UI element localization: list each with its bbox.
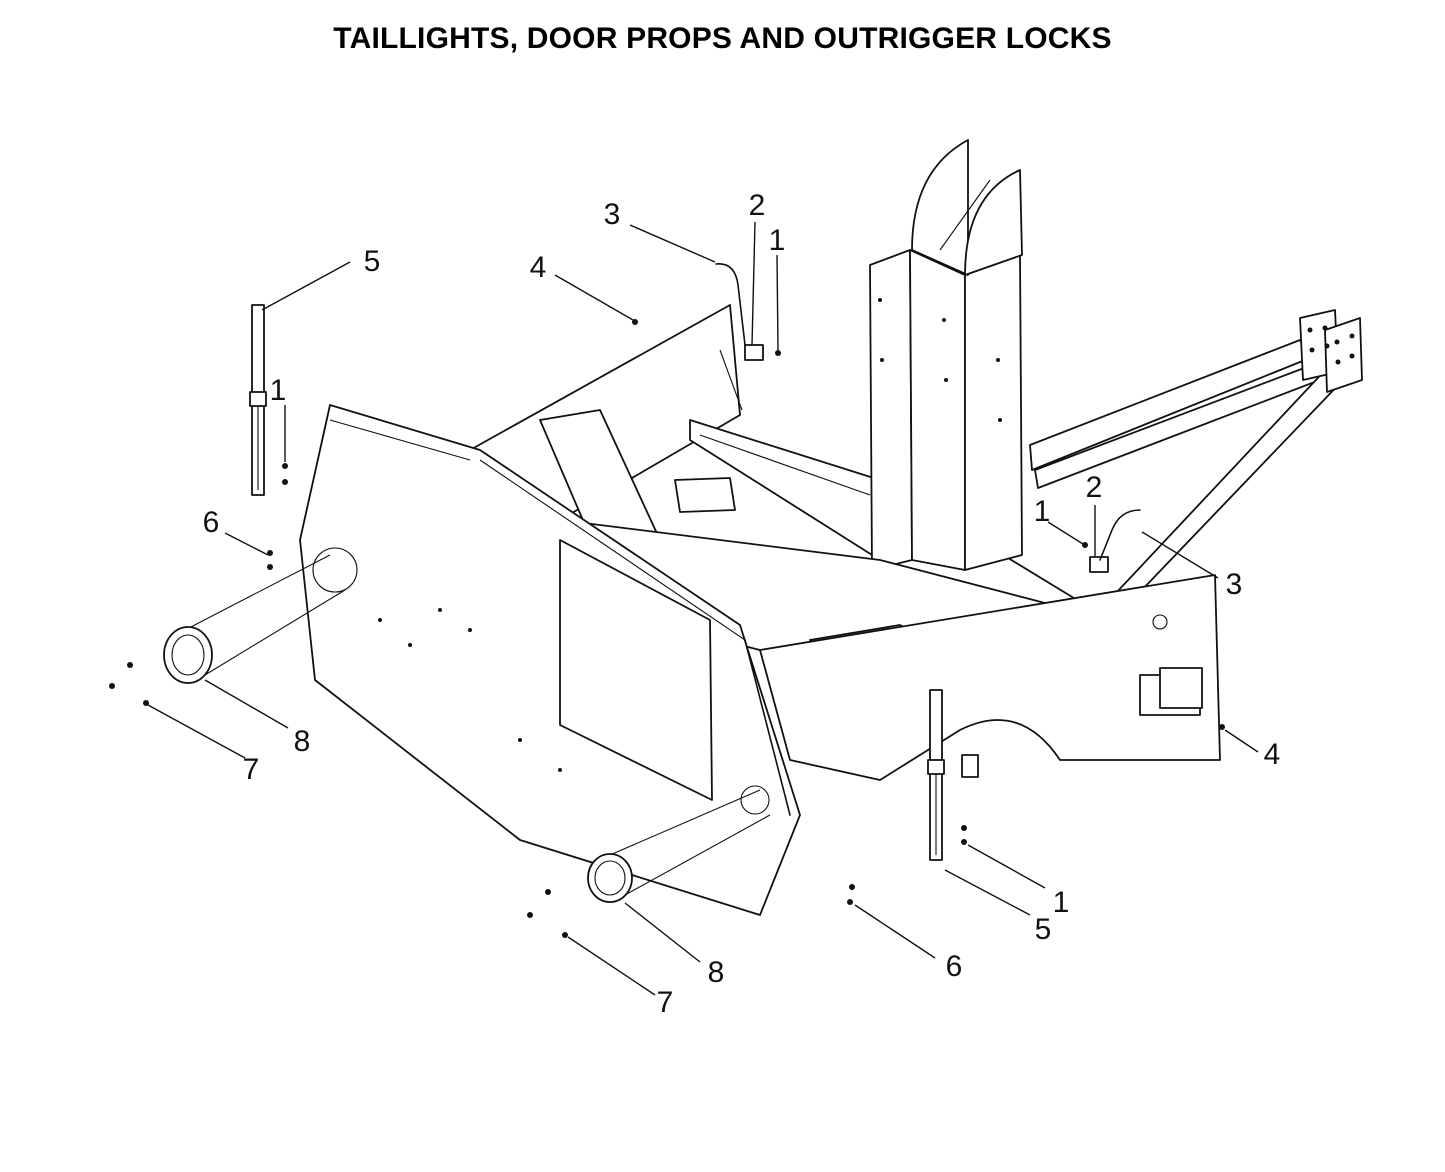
taillight-right xyxy=(587,789,771,903)
taillight-left xyxy=(163,554,346,684)
outrigger-arms xyxy=(1029,309,1363,619)
callout-1-lower: 1 xyxy=(1053,886,1070,919)
front-body xyxy=(299,404,801,916)
callout-3-upper: 3 xyxy=(604,198,621,231)
callout-6-left: 6 xyxy=(203,506,220,539)
callout-8-left: 8 xyxy=(294,725,311,758)
callout-2-upper: 2 xyxy=(749,189,766,222)
callout-7-left: 7 xyxy=(243,753,260,786)
fasteners xyxy=(109,319,1225,938)
callout-labels: 1 2 3 4 5 6 7 8 2 1 3 4 1 5 6 8 7 1 xyxy=(203,189,1281,1019)
callout-1-right-hinge: 1 xyxy=(1034,495,1051,528)
leader-lines xyxy=(147,221,1259,996)
callout-1-upper-left: 1 xyxy=(270,374,287,407)
outrigger-lock-lower xyxy=(1089,509,1141,573)
callout-1-upper-right: 1 xyxy=(769,224,786,257)
callout-5-lower: 5 xyxy=(1035,913,1052,946)
callout-4-right: 4 xyxy=(1264,738,1281,771)
callout-8-lower: 8 xyxy=(708,956,725,989)
mast-columns xyxy=(869,139,1023,571)
callout-6-lower: 6 xyxy=(946,950,963,983)
page-title: TAILLIGHTS, DOOR PROPS AND OUTRIGGER LOC… xyxy=(333,22,1112,55)
callout-3-right: 3 xyxy=(1226,568,1243,601)
callout-4-upper: 4 xyxy=(530,251,547,284)
callout-2-right: 2 xyxy=(1086,471,1103,504)
right-side-panel xyxy=(759,574,1221,781)
door-prop-left xyxy=(249,304,267,496)
callout-5-upper-left: 5 xyxy=(364,245,381,278)
callout-7-lower: 7 xyxy=(657,986,674,1019)
outrigger-lock-upper xyxy=(715,263,764,411)
door-prop-right xyxy=(927,689,945,861)
